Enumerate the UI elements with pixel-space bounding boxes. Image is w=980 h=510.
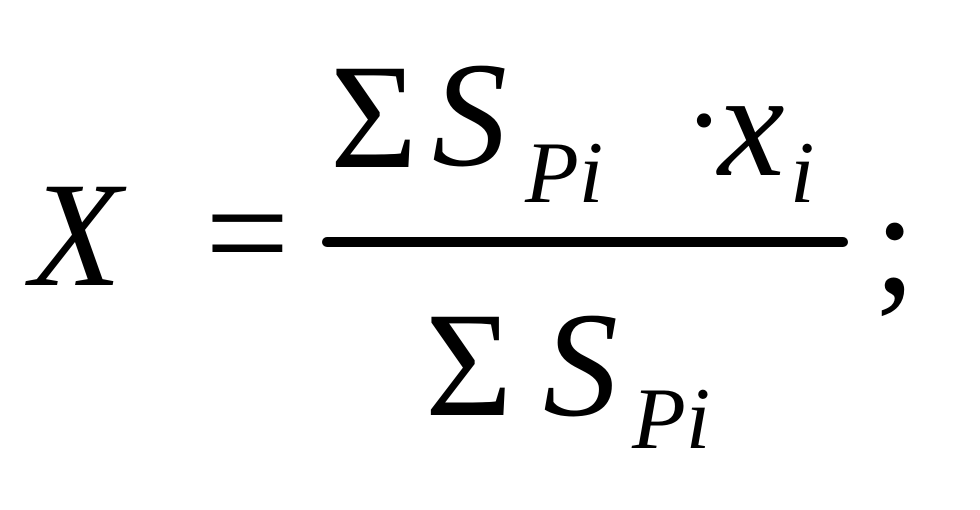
denominator-variable: S bbox=[543, 282, 618, 448]
numerator-factor-subscript: i bbox=[790, 125, 815, 222]
fraction-bar bbox=[322, 237, 848, 247]
numerator-factor: x bbox=[718, 42, 785, 208]
equals-sign: = bbox=[205, 150, 290, 316]
lhs-variable: X bbox=[30, 152, 122, 318]
denominator-sum-symbol: Σ bbox=[425, 282, 513, 448]
multiplication-dot: · bbox=[684, 53, 724, 186]
denominator-variable-subscript: Pi bbox=[632, 371, 711, 468]
numerator-sum-symbol: Σ bbox=[330, 34, 418, 200]
semicolon: ; bbox=[874, 160, 916, 326]
numerator-variable: S bbox=[432, 32, 507, 198]
numerator-variable-subscript: Pi bbox=[525, 125, 604, 222]
